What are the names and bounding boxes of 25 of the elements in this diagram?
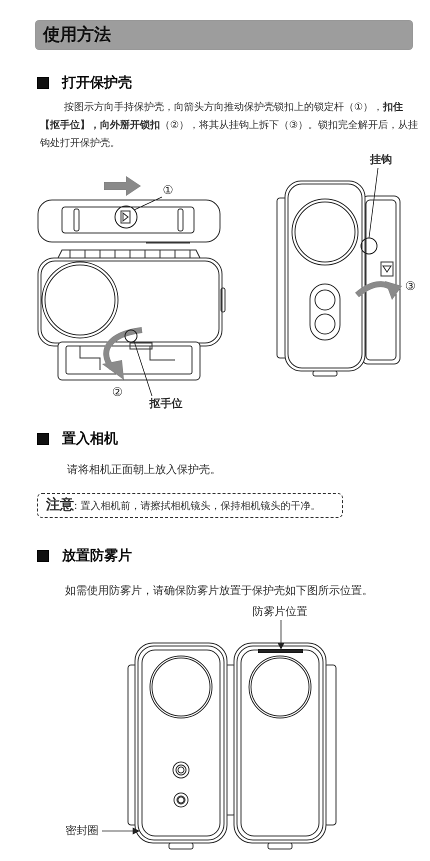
title-banner: 使用方法 bbox=[35, 20, 413, 50]
section-heading: 放置防雾片 bbox=[62, 547, 132, 565]
leader-line bbox=[134, 196, 162, 210]
seal-ring bbox=[138, 646, 224, 840]
leader-line bbox=[134, 340, 152, 396]
arrow bbox=[278, 620, 284, 650]
highlight-circle bbox=[124, 330, 138, 342]
paragraph: 请将相机正面朝上放入保护壳。 bbox=[67, 462, 221, 478]
section-heading: 置入相机 bbox=[62, 430, 118, 448]
arrow bbox=[102, 828, 140, 834]
callout-label: 防雾片位置 bbox=[248, 604, 312, 620]
callout-label: 抠手位 bbox=[146, 396, 186, 412]
paragraph: 如需使用防雾片，请确保防雾片放置于保护壳如下图所示位置。 bbox=[65, 583, 373, 599]
paragraph: 按图示方向手持保护壳，向箭头方向推动保护壳锁扣上的锁定杆（①），扣住【抠手位】，向外掰开锁扣（②），将其从挂钩上拆下（③）。锁扣完全解开后，从挂钩处打开保护壳。 bbox=[40, 100, 418, 151]
anti-fog-strip bbox=[258, 649, 303, 653]
step-number: ② bbox=[112, 384, 123, 401]
section-heading: 打开保护壳 bbox=[62, 74, 132, 92]
callout-label: ① bbox=[160, 182, 176, 198]
highlight-circle bbox=[114, 206, 138, 228]
leader-line bbox=[368, 168, 378, 238]
callout-label: 挂钩 bbox=[366, 152, 396, 168]
highlight-circle bbox=[360, 238, 378, 254]
callout-label: 密封圈 bbox=[64, 823, 100, 839]
note-box: 注意: 置入相机前，请擦拭相机镜头，保持相机镜头的干净。 bbox=[37, 493, 343, 518]
step-number: ③ bbox=[405, 278, 416, 295]
